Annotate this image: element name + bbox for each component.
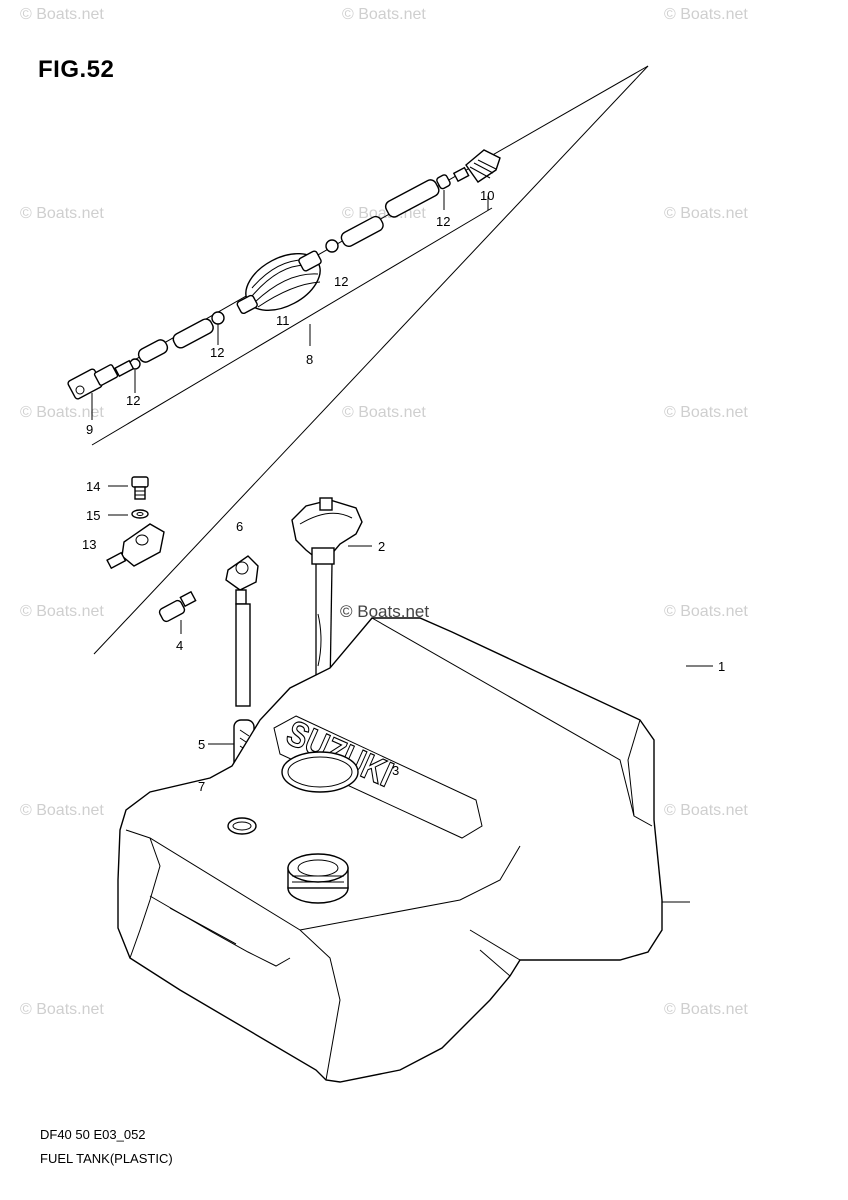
- watermark-center: © Boats.net: [340, 602, 430, 621]
- watermark: © Boats.net: [20, 404, 104, 421]
- engine-connector: [452, 149, 501, 183]
- callout-13: 13: [82, 537, 96, 552]
- callout-7: 7: [198, 779, 205, 794]
- callout-5: 5: [198, 737, 205, 752]
- callout-15: 15: [86, 508, 100, 523]
- watermark: © Boats.net: [664, 205, 748, 222]
- callout-12: 12: [210, 345, 224, 360]
- callout-12: 12: [334, 274, 348, 289]
- watermark: © Boats.net: [20, 603, 104, 620]
- callout-10: 10: [480, 188, 494, 203]
- watermark: © Boats.net: [664, 6, 748, 23]
- callout-2: 2: [378, 539, 385, 554]
- hose-group-outline: [91, 65, 649, 655]
- watermark: © Boats.net: [342, 6, 426, 23]
- callout-12: 12: [126, 393, 140, 408]
- watermark: © Boats.net: [342, 404, 426, 421]
- gauge-ring: [281, 751, 359, 793]
- callout-4: 4: [176, 638, 183, 653]
- tank-connector: [67, 359, 135, 400]
- callout-1: 1: [718, 659, 725, 674]
- callout-9: 9: [86, 422, 93, 437]
- callout-11: 11: [276, 313, 290, 328]
- callout-12: 12: [436, 214, 450, 229]
- diagram-caption: FUEL TANK(PLASTIC): [40, 1151, 173, 1166]
- watermark: © Boats.net: [664, 603, 748, 620]
- figure-title: FIG.52: [38, 56, 115, 83]
- callout-labels: 1 2 3 4 5 6 7 8 9 10 11 12 12 12 12 13 1…: [82, 188, 725, 794]
- washer: [131, 509, 149, 519]
- watermark: © Boats.net: [20, 6, 104, 23]
- callout-8: 8: [306, 352, 313, 367]
- callout-14: 14: [86, 479, 100, 494]
- fuel-tank: SUZUKI: [117, 617, 663, 1083]
- watermark: © Boats.net: [664, 1001, 748, 1018]
- callout-6: 6: [236, 519, 243, 534]
- elbow-fitting: [158, 590, 197, 623]
- watermark: © Boats.net: [20, 205, 104, 222]
- fuel-hose-assembly: [67, 149, 501, 400]
- watermark: © Boats.net: [664, 802, 748, 819]
- watermark: © Boats.net: [664, 404, 748, 421]
- watermark: © Boats.net: [20, 802, 104, 819]
- diagram-code: DF40 50 E03_052: [40, 1127, 146, 1142]
- callout-3: 3: [392, 763, 399, 778]
- filler-cap: [287, 853, 349, 904]
- tank-fitting: [106, 523, 165, 570]
- bolt: [131, 476, 149, 500]
- primer-bulb: [236, 250, 322, 315]
- watermark: © Boats.net: [20, 1001, 104, 1018]
